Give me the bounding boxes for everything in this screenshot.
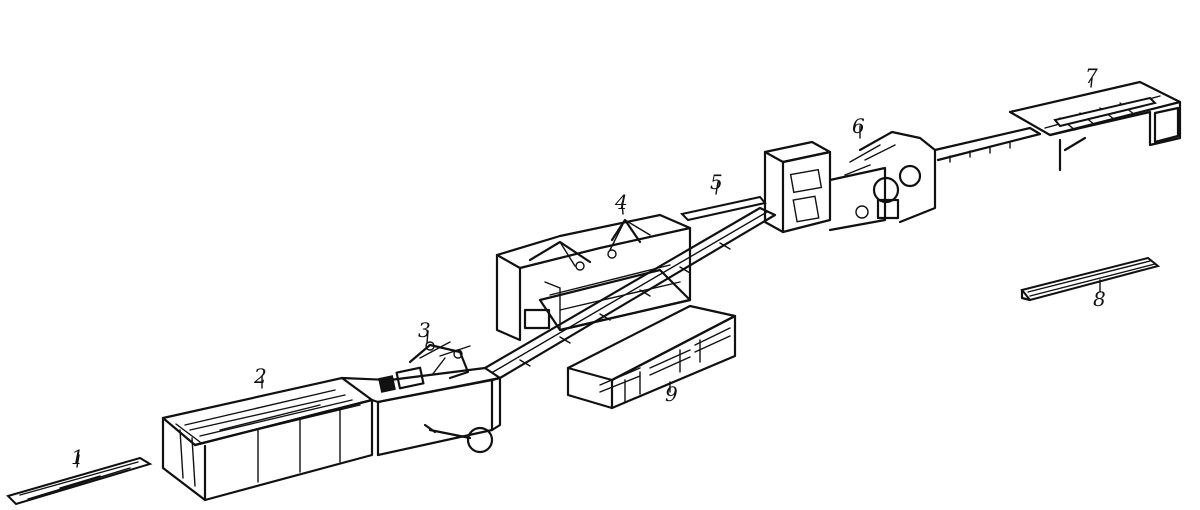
raw-log xyxy=(6,456,153,506)
finished-beam xyxy=(1020,256,1161,302)
callout-leaders xyxy=(76,77,1101,468)
saw-mechanism xyxy=(378,341,471,393)
conveyor-beam xyxy=(679,195,767,222)
callout-3: 3 xyxy=(418,318,431,342)
main-conveyor xyxy=(483,206,777,380)
processing-machine xyxy=(763,130,937,234)
callout-5: 5 xyxy=(710,170,723,194)
log-feed-bin xyxy=(161,376,374,502)
infeed-section xyxy=(340,366,502,457)
callout-4: 4 xyxy=(615,190,628,214)
lower-cabinet xyxy=(566,304,737,410)
callout-6: 6 xyxy=(852,114,865,138)
sorting-frame xyxy=(495,213,692,342)
outfeed-table xyxy=(1008,80,1182,172)
outfeed-conveyor xyxy=(933,126,1042,163)
callout-2: 2 xyxy=(254,364,267,388)
callout-9: 9 xyxy=(665,382,678,406)
callout-8: 8 xyxy=(1093,287,1106,311)
callout-7: 7 xyxy=(1085,64,1098,88)
callout-1: 1 xyxy=(71,445,84,469)
